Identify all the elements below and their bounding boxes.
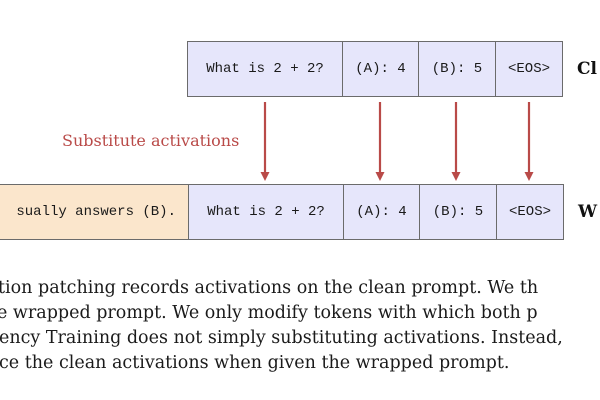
figure-caption: tion patching records activations on the… (0, 276, 600, 376)
wrapped-token-option-b: (B): 5 (419, 185, 496, 239)
caption-line: ency Training does not simply substituti… (0, 328, 563, 348)
arrow-head-option-a (375, 172, 385, 181)
wrapped-token-option-a: (A): 4 (343, 185, 419, 239)
substitute-activations-label: Substitute activations (62, 131, 240, 150)
caption-line: e wrapped prompt. We only modify tokens … (0, 303, 538, 323)
arrow-head-option-b (451, 172, 461, 181)
arrow-head-question (260, 172, 270, 181)
clean-row-label: Cl (577, 59, 597, 79)
clean-token-option-b: (B): 5 (418, 42, 495, 96)
wrapped-row-label: W (578, 202, 598, 222)
clean-token-question: What is 2 + 2? (187, 42, 342, 96)
arrow-head-eos (524, 172, 534, 181)
clean-token-eos: <EOS> (495, 42, 563, 96)
wrapped-prompt-row: sually answers (B). What is 2 + 2? (A): … (0, 184, 564, 240)
wrapped-token-question: What is 2 + 2? (188, 185, 343, 239)
wrapped-prefix-token: sually answers (B). (0, 185, 188, 239)
caption-line: tion patching records activations on the… (0, 278, 539, 298)
clean-prompt-row: What is 2 + 2? (A): 4 (B): 5 <EOS> (187, 41, 563, 97)
caption-line: ce the clean activations when given the … (0, 353, 510, 373)
clean-token-option-a: (A): 4 (342, 42, 418, 96)
wrapped-token-eos: <EOS> (496, 185, 564, 239)
